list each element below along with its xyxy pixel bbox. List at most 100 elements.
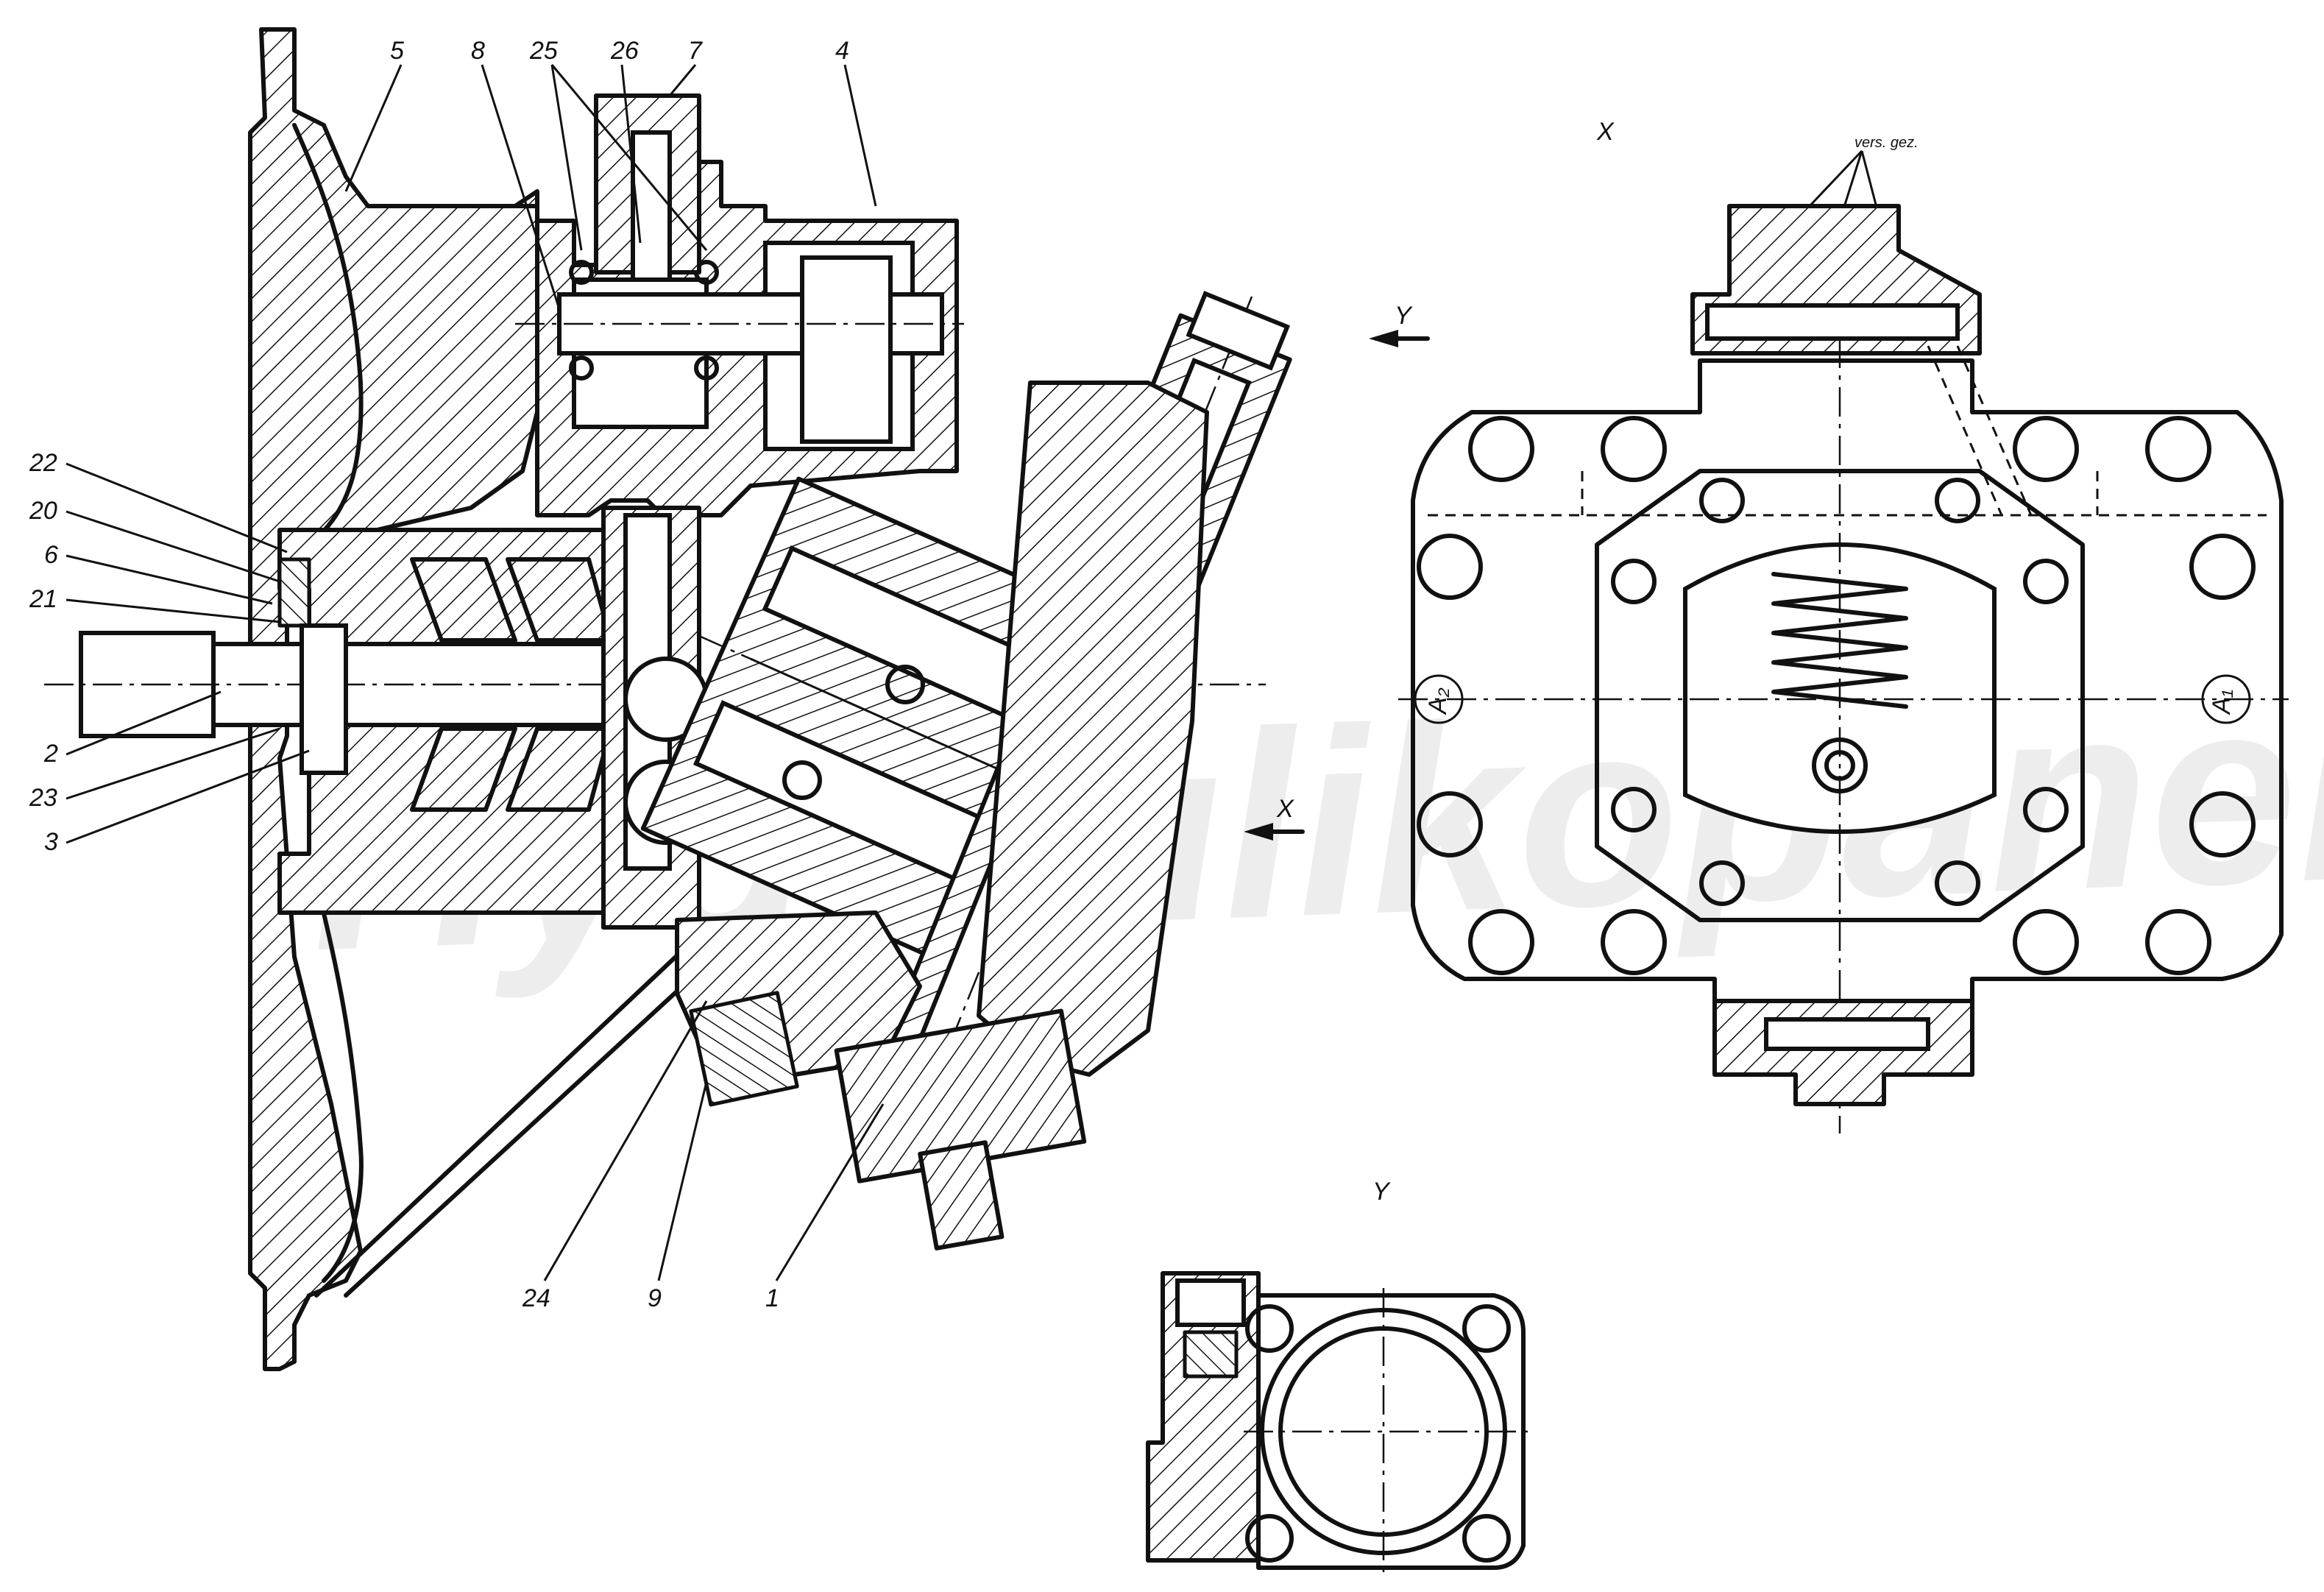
- bolt-hole-small: [1611, 787, 1657, 832]
- leader-21: [65, 598, 280, 623]
- leader-9: [657, 1081, 708, 1281]
- view-x-title: X: [1596, 118, 1615, 146]
- y-flange: [1256, 1293, 1526, 1570]
- bolt-hole-small: [1699, 478, 1745, 523]
- port-a2-circle: [1414, 674, 1464, 724]
- control-cap: [1186, 291, 1291, 371]
- mounting-flange: [248, 27, 539, 1371]
- bearing-ball: [694, 355, 719, 381]
- callout-7: 7: [688, 37, 703, 65]
- bolt-hole-small: [2023, 787, 2069, 832]
- small-ball: [782, 760, 822, 800]
- callout-9: 9: [648, 1284, 662, 1312]
- leader-2: [65, 690, 222, 756]
- drive-gear: [800, 255, 893, 444]
- y-plug-head: [1175, 1278, 1246, 1327]
- y-spring-seat: [1183, 1330, 1239, 1379]
- y-bolt: [1245, 1514, 1294, 1563]
- stiffening-rib: [314, 933, 709, 1298]
- roller-bearing: [410, 557, 517, 643]
- callout-26: 26: [610, 37, 639, 65]
- callout-8: 8: [471, 37, 485, 65]
- bolt-hole: [1417, 534, 1483, 600]
- callout-24: 24: [522, 1284, 550, 1312]
- bolt-hole: [1601, 416, 1667, 482]
- port-a2-label: A₂: [1424, 687, 1452, 715]
- bolt-hole: [2013, 909, 2079, 975]
- vers-gez-note: vers. gez.: [1854, 135, 1919, 151]
- hidden-channel: [1428, 471, 2267, 517]
- callout-4: 4: [835, 37, 849, 65]
- leader-8: [481, 64, 561, 310]
- y-bolt: [1462, 1514, 1511, 1563]
- section-arrow-x: X: [1244, 795, 1305, 841]
- main-section-view: [44, 27, 1292, 1371]
- bolt-hole: [2189, 791, 2256, 857]
- leader-23: [65, 727, 280, 800]
- bolt-hole: [2013, 416, 2079, 482]
- bolt-hole: [2145, 909, 2211, 975]
- bolt-hole-small: [1935, 860, 1980, 906]
- leader-1: [775, 1103, 885, 1281]
- view-x: X vers. gez.: [1398, 118, 2289, 1133]
- leader-20: [65, 510, 280, 583]
- bolt-hole: [1468, 416, 1534, 482]
- section-arrow-y: Y: [1369, 302, 1430, 347]
- bottom-valve-bore: [1764, 1017, 1930, 1051]
- y-bolt: [1245, 1304, 1294, 1353]
- bolt-hole-small: [1611, 559, 1657, 604]
- gear-tower-slot: [631, 130, 672, 282]
- bolt-hole: [2145, 416, 2211, 482]
- bolt-hole: [1468, 909, 1534, 975]
- leader-26: [620, 64, 642, 244]
- small-ball: [885, 665, 925, 704]
- top-valve-bore: [1705, 303, 1960, 341]
- bolt-hole-small: [1699, 860, 1745, 906]
- inner-octagon: [1595, 469, 2085, 922]
- bearing-ball: [569, 260, 594, 285]
- roller-bearing: [410, 726, 517, 812]
- callout-3: 3: [44, 828, 58, 856]
- bell-housing-inner: [292, 123, 364, 547]
- leader-7: [668, 64, 697, 96]
- callout-5: 5: [390, 37, 404, 65]
- view-y: Y: [1146, 1178, 1531, 1575]
- adjust-screw: [918, 1140, 1005, 1250]
- seal-ring: [300, 623, 348, 775]
- leader-25a: [550, 64, 583, 251]
- bearing-ball: [569, 355, 594, 381]
- bolt-hole-small: [1935, 478, 1980, 523]
- housing-plate: [1411, 358, 2284, 1003]
- section-label-y: Y: [1395, 302, 1413, 330]
- callout-6: 6: [44, 541, 58, 569]
- y-bolt: [1462, 1304, 1511, 1353]
- leader-5: [344, 64, 403, 192]
- shaft-seal: [277, 557, 311, 628]
- callout-23: 23: [29, 784, 57, 812]
- callout-21: 21: [29, 585, 57, 613]
- bolt-hole: [2189, 534, 2256, 600]
- hidden-channel: [1927, 345, 2033, 516]
- bottom-fitting: [689, 991, 799, 1107]
- port-a1-circle: [2201, 674, 2251, 724]
- section-label-x: X: [1276, 795, 1294, 823]
- callout-2: 2: [43, 740, 58, 768]
- leader-4: [843, 64, 877, 207]
- leader-6: [65, 554, 273, 605]
- port-a1-label: A₁: [2208, 690, 2236, 715]
- leader-22: [65, 462, 288, 553]
- leader-25b: [550, 64, 708, 251]
- leader-3: [65, 749, 310, 844]
- bottom-valve-block: [1712, 999, 1974, 1106]
- bolt-hole: [1601, 909, 1667, 975]
- callout-25: 25: [529, 37, 558, 65]
- view-y-title: Y: [1372, 1178, 1391, 1206]
- callout-20: 20: [29, 497, 57, 525]
- bolt-pattern: [1417, 416, 2256, 975]
- callout-22: 22: [29, 449, 57, 477]
- bolt-hole-small: [2023, 559, 2069, 604]
- arrow-head: [1244, 823, 1273, 841]
- bolt-hole: [1417, 791, 1483, 857]
- callouts: 5 8 25 26 7 4 22 20 6 21 2 23 3 24 9 1: [29, 37, 885, 1312]
